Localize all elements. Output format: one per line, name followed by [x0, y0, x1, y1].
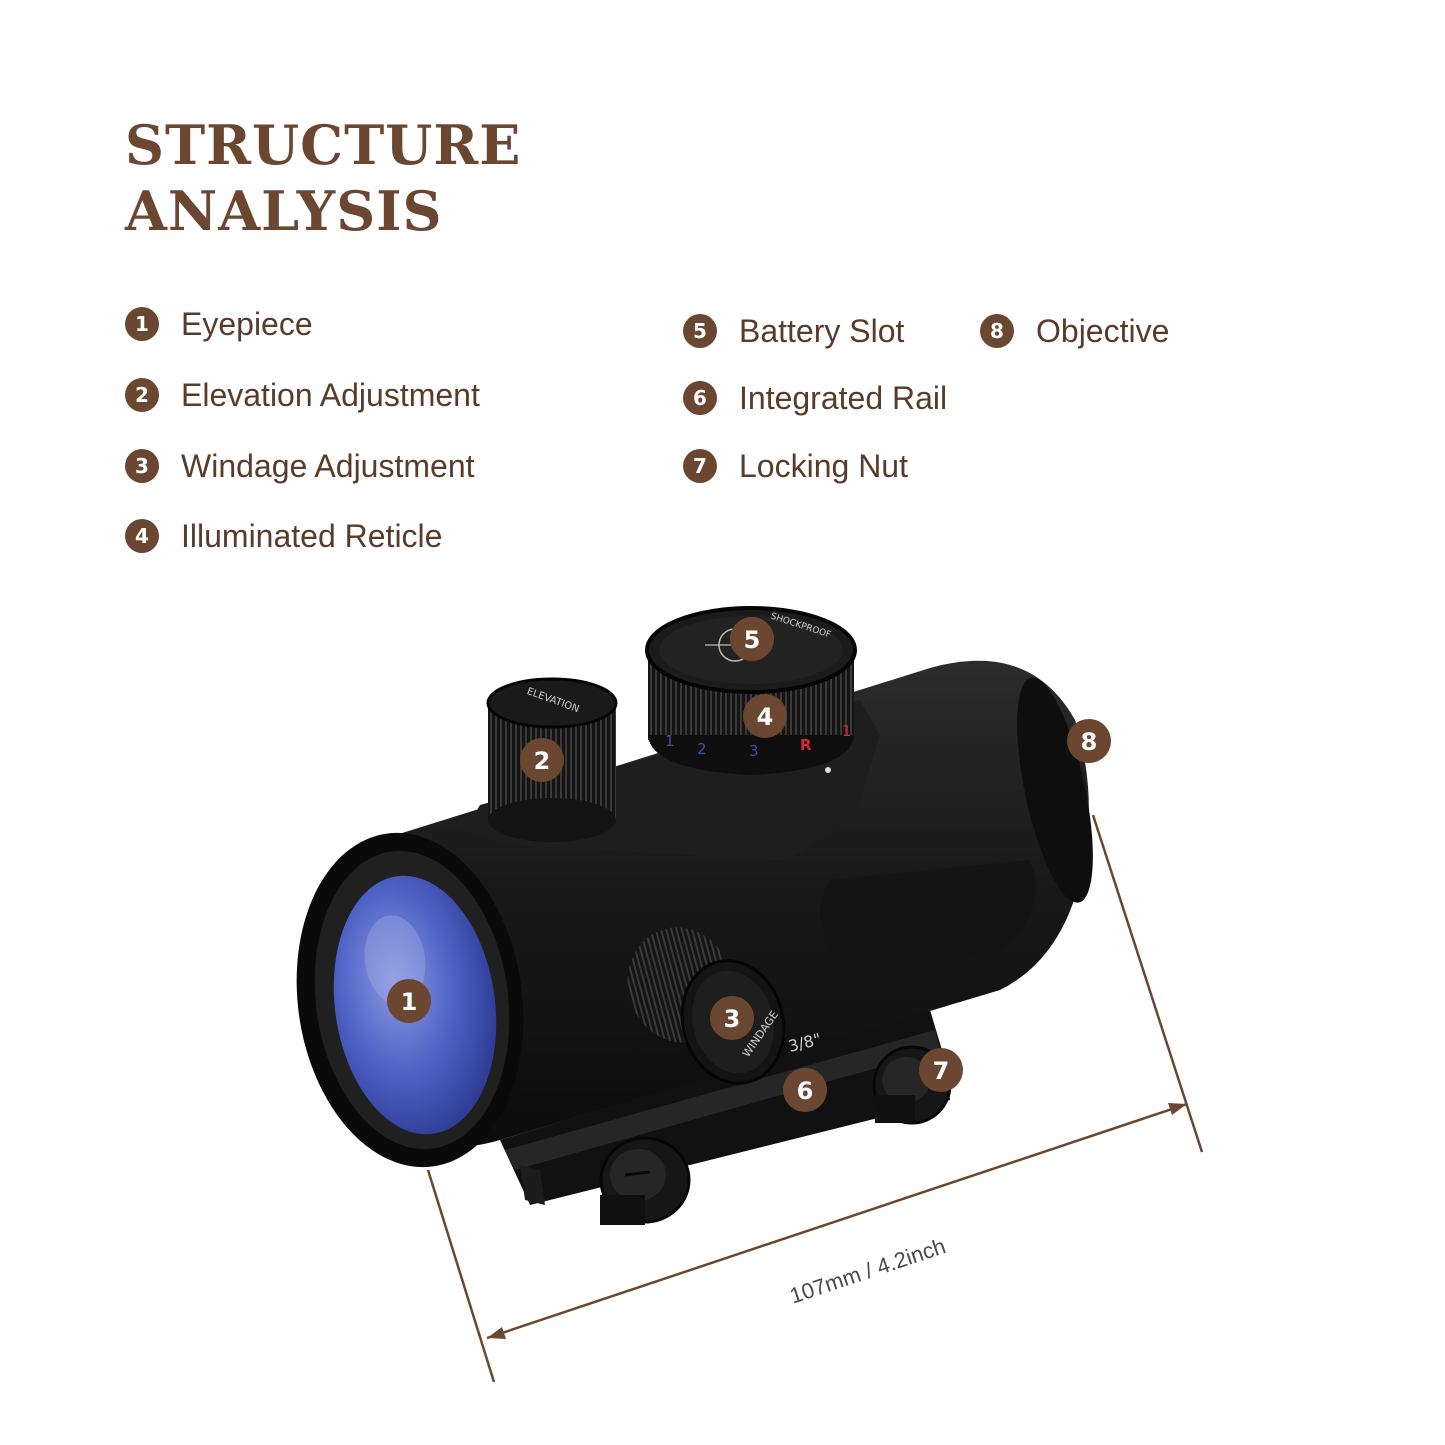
- legend-item-eyepiece: 1 Eyepiece: [125, 304, 313, 344]
- legend-item-battery: 5 Battery Slot: [683, 311, 904, 351]
- dial-setting-2: 2: [697, 740, 707, 758]
- callout-3-number: 3: [724, 1005, 741, 1033]
- page-title: STRUCTURE ANALYSIS: [125, 112, 521, 244]
- legend-item-locking-nut: 7 Locking Nut: [683, 446, 908, 486]
- legend-label: Battery Slot: [739, 312, 905, 349]
- callout-4: 4: [743, 694, 787, 738]
- callout-6: 6: [783, 1068, 827, 1112]
- legend-label: Integrated Rail: [739, 379, 948, 416]
- legend-badge: 6: [683, 381, 717, 415]
- legend-item-objective: 8 Objective: [980, 311, 1169, 351]
- callout-6-number: 6: [797, 1077, 814, 1105]
- callout-2-number: 2: [534, 747, 551, 775]
- legend-item-windage: 3 Windage Adjustment: [125, 446, 475, 486]
- legend-badge: 1: [125, 307, 159, 341]
- locking-nut-rear: [599, 1136, 691, 1225]
- legend-label: Illuminated Reticle: [181, 517, 443, 554]
- legend-badge: 8: [980, 314, 1014, 348]
- legend-badge: 5: [683, 314, 717, 348]
- title-line-1: STRUCTURE: [125, 113, 522, 177]
- callout-1: 1: [387, 979, 431, 1023]
- dimension-label: 107mm / 4.2inch: [787, 1233, 949, 1308]
- legend-item-reticle: 4 Illuminated Reticle: [125, 516, 442, 556]
- callout-1-number: 1: [401, 988, 418, 1016]
- callout-2: 2: [520, 738, 564, 782]
- callout-3: 3: [710, 996, 754, 1040]
- callout-8-number: 8: [1081, 728, 1098, 756]
- legend-label: Elevation Adjustment: [181, 376, 480, 413]
- legend-badge: 2: [125, 378, 159, 412]
- legend-badge: 7: [683, 449, 717, 483]
- legend-badge: 4: [125, 519, 159, 553]
- callout-7: 7: [919, 1048, 963, 1092]
- legend-item-rail: 6 Integrated Rail: [683, 378, 947, 418]
- elevation-knob: ELEVATION: [486, 677, 618, 842]
- callout-5: 5: [730, 617, 774, 661]
- legend-badge: 3: [125, 449, 159, 483]
- dial-setting-1: 1: [665, 732, 675, 750]
- dial-setting-r: R: [800, 736, 812, 754]
- dial-setting-3: 3: [749, 742, 759, 760]
- dial-setting-r1: 1: [842, 722, 852, 740]
- legend-item-elevation: 2 Elevation Adjustment: [125, 375, 480, 415]
- legend-label: Eyepiece: [181, 305, 313, 342]
- callout-7-number: 7: [933, 1057, 950, 1085]
- callout-8: 8: [1067, 719, 1111, 763]
- title-line-2: ANALYSIS: [125, 179, 443, 243]
- callout-4-number: 4: [757, 703, 774, 731]
- legend-label: Objective: [1036, 312, 1170, 349]
- legend-label: Windage Adjustment: [181, 447, 475, 484]
- callout-5-number: 5: [744, 626, 761, 654]
- legend-label: Locking Nut: [739, 447, 908, 484]
